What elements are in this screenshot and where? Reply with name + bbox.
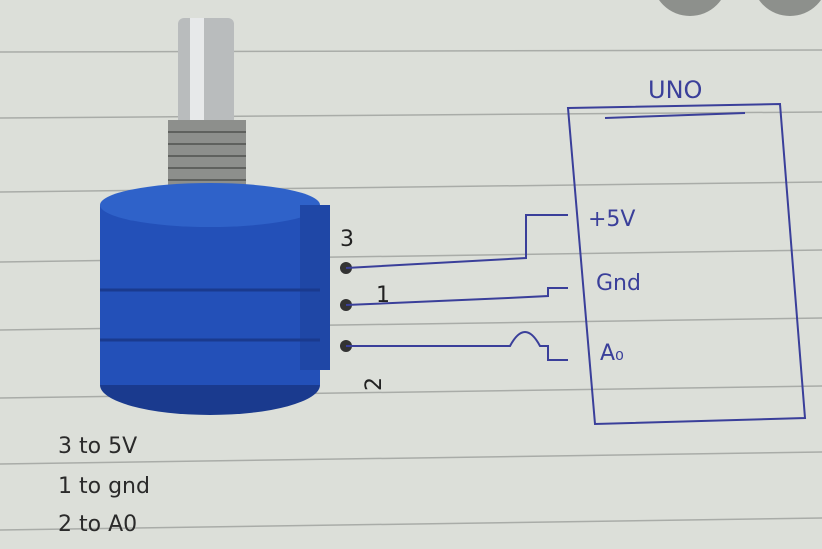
overlay-circle-icon [659,0,721,16]
pot-pin-2-label: 2 [362,377,387,391]
note-line: 2 to A0 [58,512,138,537]
pin-gnd-label: Gnd [596,271,641,296]
pin-a0-label: A₀ [600,341,624,366]
overlay-circle-icon [759,0,821,16]
potentiometer [100,18,352,415]
pot-pin-3-label: 3 [340,227,354,252]
note-line: 3 to 5V [58,434,138,459]
note-line: 1 to gnd [58,474,150,499]
board-title: UNO [648,76,702,104]
wires [345,102,807,426]
pot-pin-1-label: 1 [376,283,390,308]
pin-5v-label: +5V [588,207,635,232]
